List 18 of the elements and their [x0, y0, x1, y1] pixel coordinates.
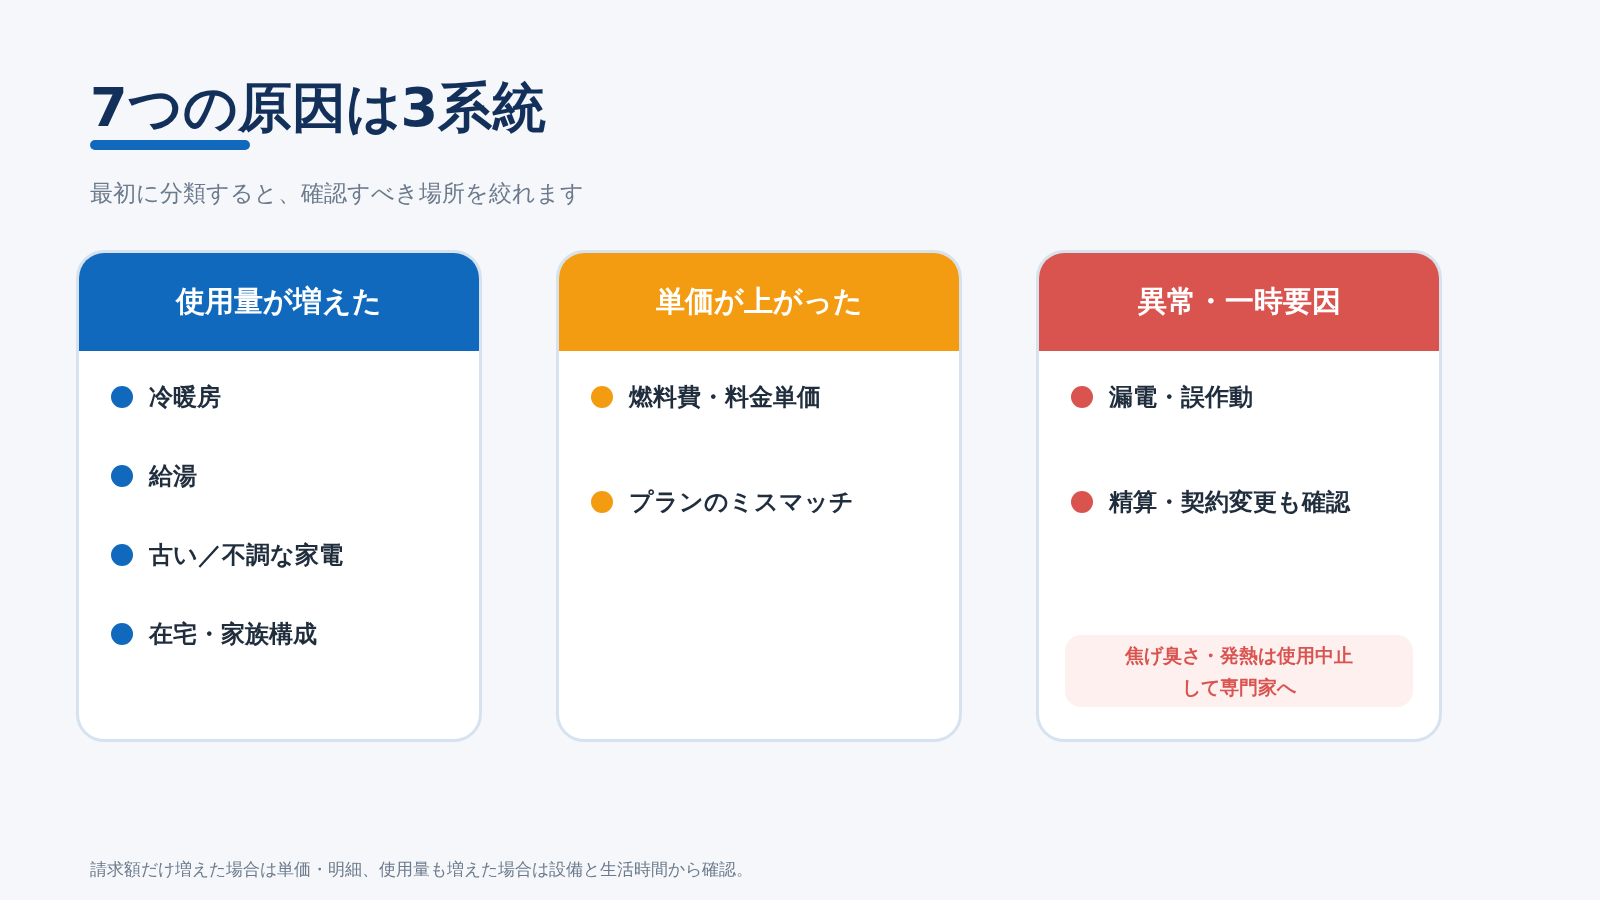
card-header: 異常・一時要因	[1039, 253, 1439, 351]
warning-note: 焦げ臭さ・発熱は使用中止して専門家へ	[1065, 635, 1413, 707]
subtitle-text: 最初に分類すると、確認すべき場所を絞れます	[90, 179, 584, 208]
list-item-text: 燃料費・料金単価	[629, 382, 821, 413]
list-item-text: 漏電・誤作動	[1109, 382, 1253, 413]
card-header: 使用量が増えた	[79, 253, 479, 351]
page-title: 7つの原因は3系統	[90, 75, 547, 141]
category-card	[556, 250, 962, 742]
list-item-text: 古い／不調な家電	[149, 540, 343, 571]
category-card	[1036, 250, 1442, 742]
card-header: 単価が上がった	[559, 253, 959, 351]
category-card	[76, 250, 482, 742]
list-item-text: 精算・契約変更も確認	[1109, 487, 1350, 518]
list-item-text: 在宅・家族構成	[149, 619, 317, 650]
list-item-text: 給湯	[149, 461, 197, 492]
list-item-text: 冷暖房	[149, 382, 221, 413]
list-item-text: プランのミスマッチ	[629, 487, 854, 518]
footnote-text: 請求額だけ増えた場合は単価・明細、使用量も増えた場合は設備と生活時間から確認。	[90, 858, 753, 881]
